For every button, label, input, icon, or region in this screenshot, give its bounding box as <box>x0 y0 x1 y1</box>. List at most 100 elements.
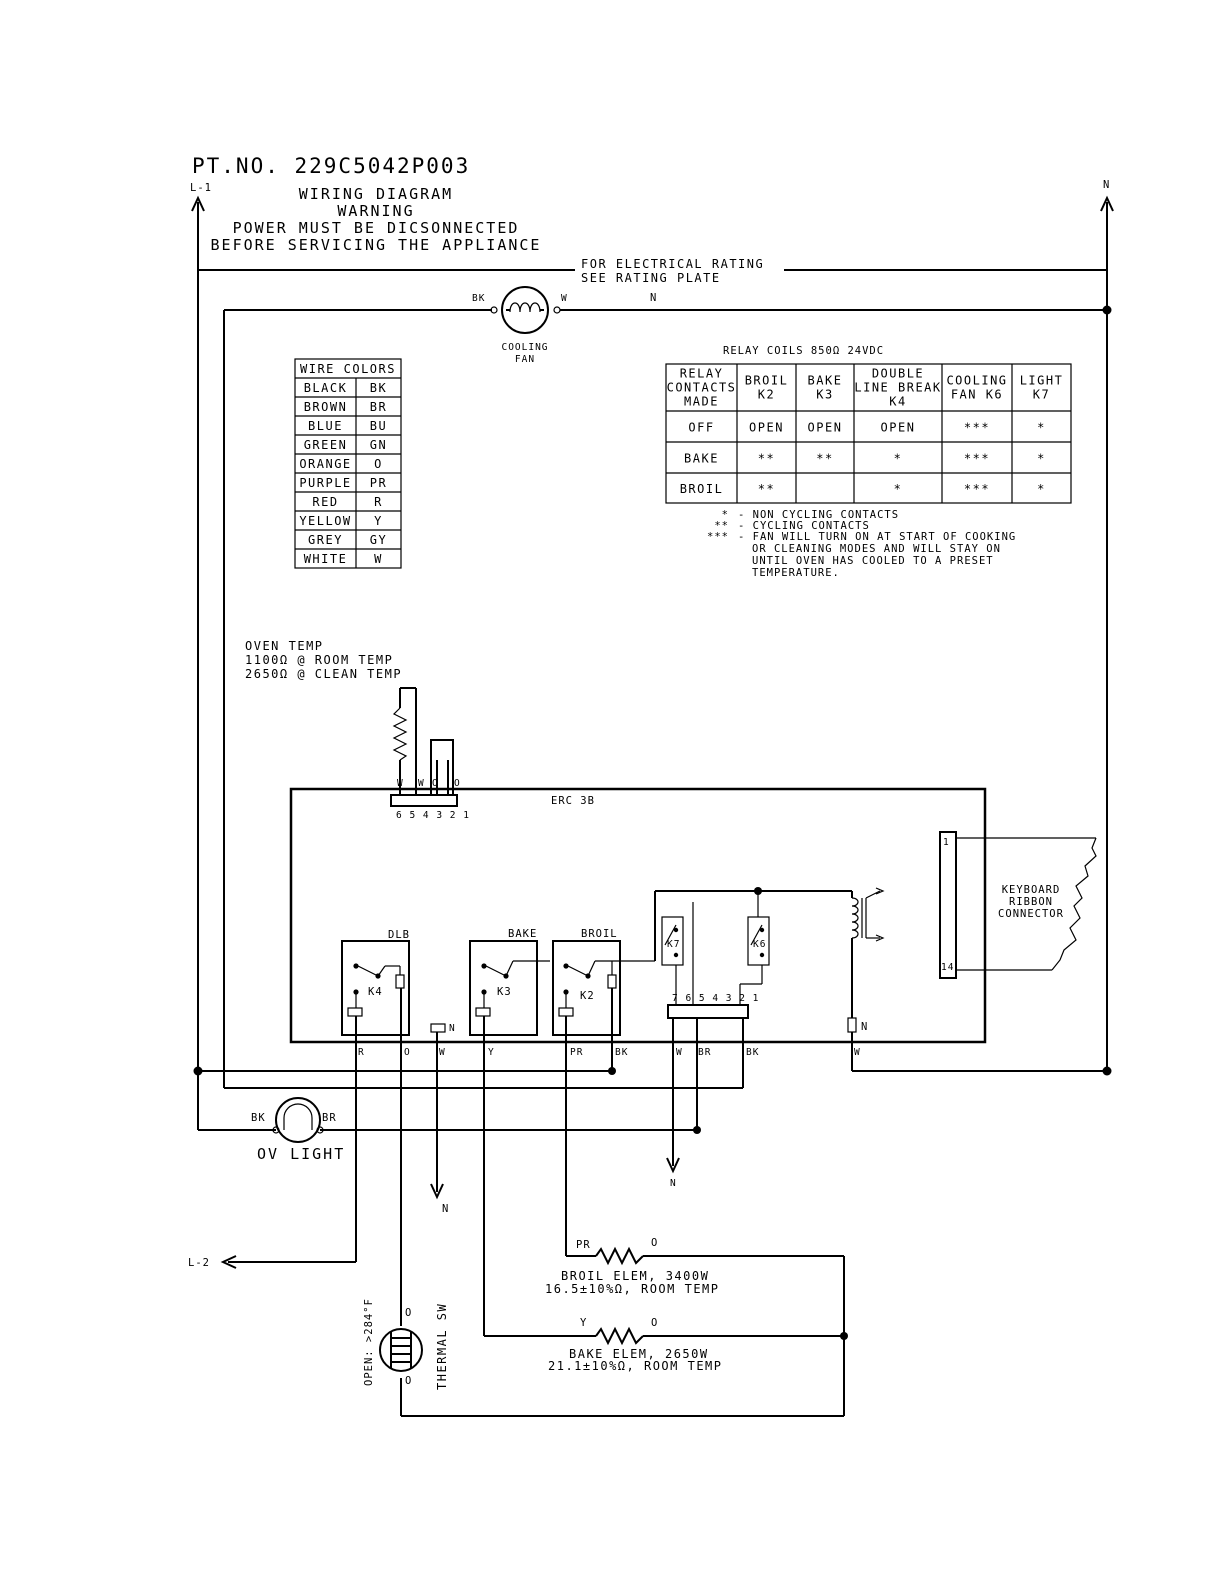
wire-color-name: BLACK <box>304 381 348 395</box>
erc-board <box>289 787 987 1044</box>
relay-contacts-table: RELAYCONTACTSMADEBROILK2BAKEK3DOUBLELINE… <box>665 363 1072 504</box>
thermal-bottom-o: O <box>405 1375 412 1387</box>
part-number: PT.NO. 229C5042P003 <box>192 154 470 178</box>
relay-coil-k4: K4 <box>368 986 383 998</box>
wire-color-code: GN <box>370 438 387 452</box>
right-connector-pins: 7 6 5 4 3 2 1 <box>672 993 759 1004</box>
l2-label: L-2 <box>188 1257 210 1269</box>
relay-table-header: K3 <box>816 388 833 402</box>
broil-elem-label-2: 16.5±10%Ω, ROOM TEMP <box>545 1282 720 1296</box>
wire-color-name: PURPLE <box>299 476 351 490</box>
relay-table-cell: ** <box>758 482 775 496</box>
relay-table-cell: * <box>1037 421 1046 435</box>
board-neutral-tab <box>430 1023 446 1033</box>
bake-wire-y: Y <box>580 1317 587 1329</box>
wire-o: O <box>404 1047 411 1058</box>
thermal-open-label: OPEN: >284°F <box>363 1298 375 1386</box>
top-conn-wire-2: W <box>418 778 425 789</box>
relay-group-broil: BROIL <box>581 928 618 940</box>
relay-k2-broil <box>552 940 640 1036</box>
wire-color-code: W <box>374 552 383 566</box>
legend-cont-2: UNTIL OVEN HAS COOLED TO A PRESET <box>752 555 994 567</box>
wire-color-name: WHITE <box>304 552 348 566</box>
wire-w-1: W <box>439 1047 446 1058</box>
broil-elem-label-1: BROIL ELEM, 3400W <box>561 1269 709 1283</box>
relay-table-cell: OPEN <box>881 421 916 435</box>
wire-color-name: RED <box>312 495 338 509</box>
legend-cont-3: TEMPERATURE. <box>752 567 840 579</box>
legend-text-3: - FAN WILL TURN ON AT START OF COOKING <box>738 531 1016 543</box>
bake-wire-o: O <box>651 1317 658 1329</box>
wire-color-code: BK <box>370 381 387 395</box>
relay-table-header: BROIL <box>745 374 789 388</box>
relay-table-cell: * <box>1037 482 1046 496</box>
relay-table-header: LINE BREAK <box>854 381 941 395</box>
thermal-switch-icon <box>379 1328 423 1372</box>
wire-color-name: YELLOW <box>299 514 351 528</box>
keyboard-label-1: KEYBOARD <box>1002 884 1061 896</box>
relay-table-cell: *** <box>964 482 990 496</box>
board-neutral-n2: N <box>861 1021 868 1033</box>
ribbon-pin-bottom: 14 <box>941 962 954 973</box>
oven-temp-label-2: 1100Ω @ ROOM TEMP <box>245 653 393 667</box>
neutral-arrow-label-1: N <box>442 1203 449 1215</box>
relay-table-cell: OPEN <box>808 421 843 435</box>
k6-label: K6 <box>753 939 766 950</box>
relay-table-cell: * <box>894 482 903 496</box>
ov-light-br: BR <box>322 1112 337 1124</box>
legend-cont-1: OR CLEANING MODES AND WILL STAY ON <box>752 543 1001 555</box>
wire-color-name: BLUE <box>308 419 343 433</box>
relay-group-dlb: DLB <box>388 929 410 941</box>
wire-color-code: GY <box>370 533 387 547</box>
wire-color-code: PR <box>370 476 387 490</box>
relay-table-header: CONTACTS <box>667 381 737 395</box>
fan-wire-w: W <box>561 293 568 304</box>
relay-table-header: RELAY <box>680 367 724 381</box>
relay-table-cell: ** <box>758 452 775 466</box>
wire-pr: PR <box>570 1047 583 1058</box>
supply-rails <box>191 195 1114 1130</box>
oven-temp-label-1: OVEN TEMP <box>245 639 324 653</box>
wire-color-code: Y <box>374 514 383 528</box>
wire-color-name: GREY <box>308 533 343 547</box>
rating-line-2: SEE RATING PLATE <box>581 271 721 285</box>
right-connector <box>667 1004 749 1019</box>
oven-temp-label-3: 2650Ω @ CLEAN TEMP <box>245 667 402 681</box>
warning-line-1: POWER MUST BE DICSONNECTED <box>233 219 520 237</box>
relay-table-header: BAKE <box>808 374 843 388</box>
fan-wire-n: N <box>650 292 657 304</box>
relay-legend: * - NON CYCLING CONTACTS ** - CYCLING CO… <box>707 509 1016 579</box>
relay-table-cell: *** <box>964 452 990 466</box>
n-label-top: N <box>1103 179 1110 191</box>
relay-coil-k3: K3 <box>497 986 512 998</box>
relay-table-cell: * <box>1037 452 1046 466</box>
wire-w-3: W <box>854 1047 861 1058</box>
fan-wire-bk: BK <box>472 293 485 304</box>
relay-table-cell: *** <box>964 421 990 435</box>
legend-sym-3: *** <box>707 531 729 543</box>
relay-k4-dlb <box>341 940 410 1036</box>
wire-color-code: BR <box>370 400 387 414</box>
wire-bk-1: BK <box>615 1047 628 1058</box>
cooling-fan-icon <box>490 286 561 334</box>
top-conn-wire-4: O <box>454 778 461 789</box>
keyboard-label-2: RIBBON <box>1009 896 1053 908</box>
broil-wire-pr: PR <box>576 1239 591 1251</box>
relay-table-cell: ** <box>816 452 833 466</box>
l1-label: L-1 <box>190 182 212 194</box>
keyboard-label-3: CONNECTOR <box>998 908 1064 920</box>
cooling-fan-label-2: FAN <box>515 354 535 365</box>
wire-r: R <box>358 1047 365 1058</box>
keyboard-ribbon <box>939 831 1097 979</box>
top-conn-wire-3: O <box>432 778 439 789</box>
relay-table-cell: OFF <box>688 421 714 435</box>
board-neutral-n1: N <box>449 1023 456 1034</box>
top-conn-wire-1: W <box>397 778 404 789</box>
warning-line-2: BEFORE SERVICING THE APPLIANCE <box>211 236 542 254</box>
broil-wire-o: O <box>651 1237 658 1249</box>
erc-label: ERC 3B <box>551 795 595 807</box>
k7-k6-relays <box>640 887 885 1033</box>
bake-elem-label-1: BAKE ELEM, 2650W <box>569 1347 709 1361</box>
